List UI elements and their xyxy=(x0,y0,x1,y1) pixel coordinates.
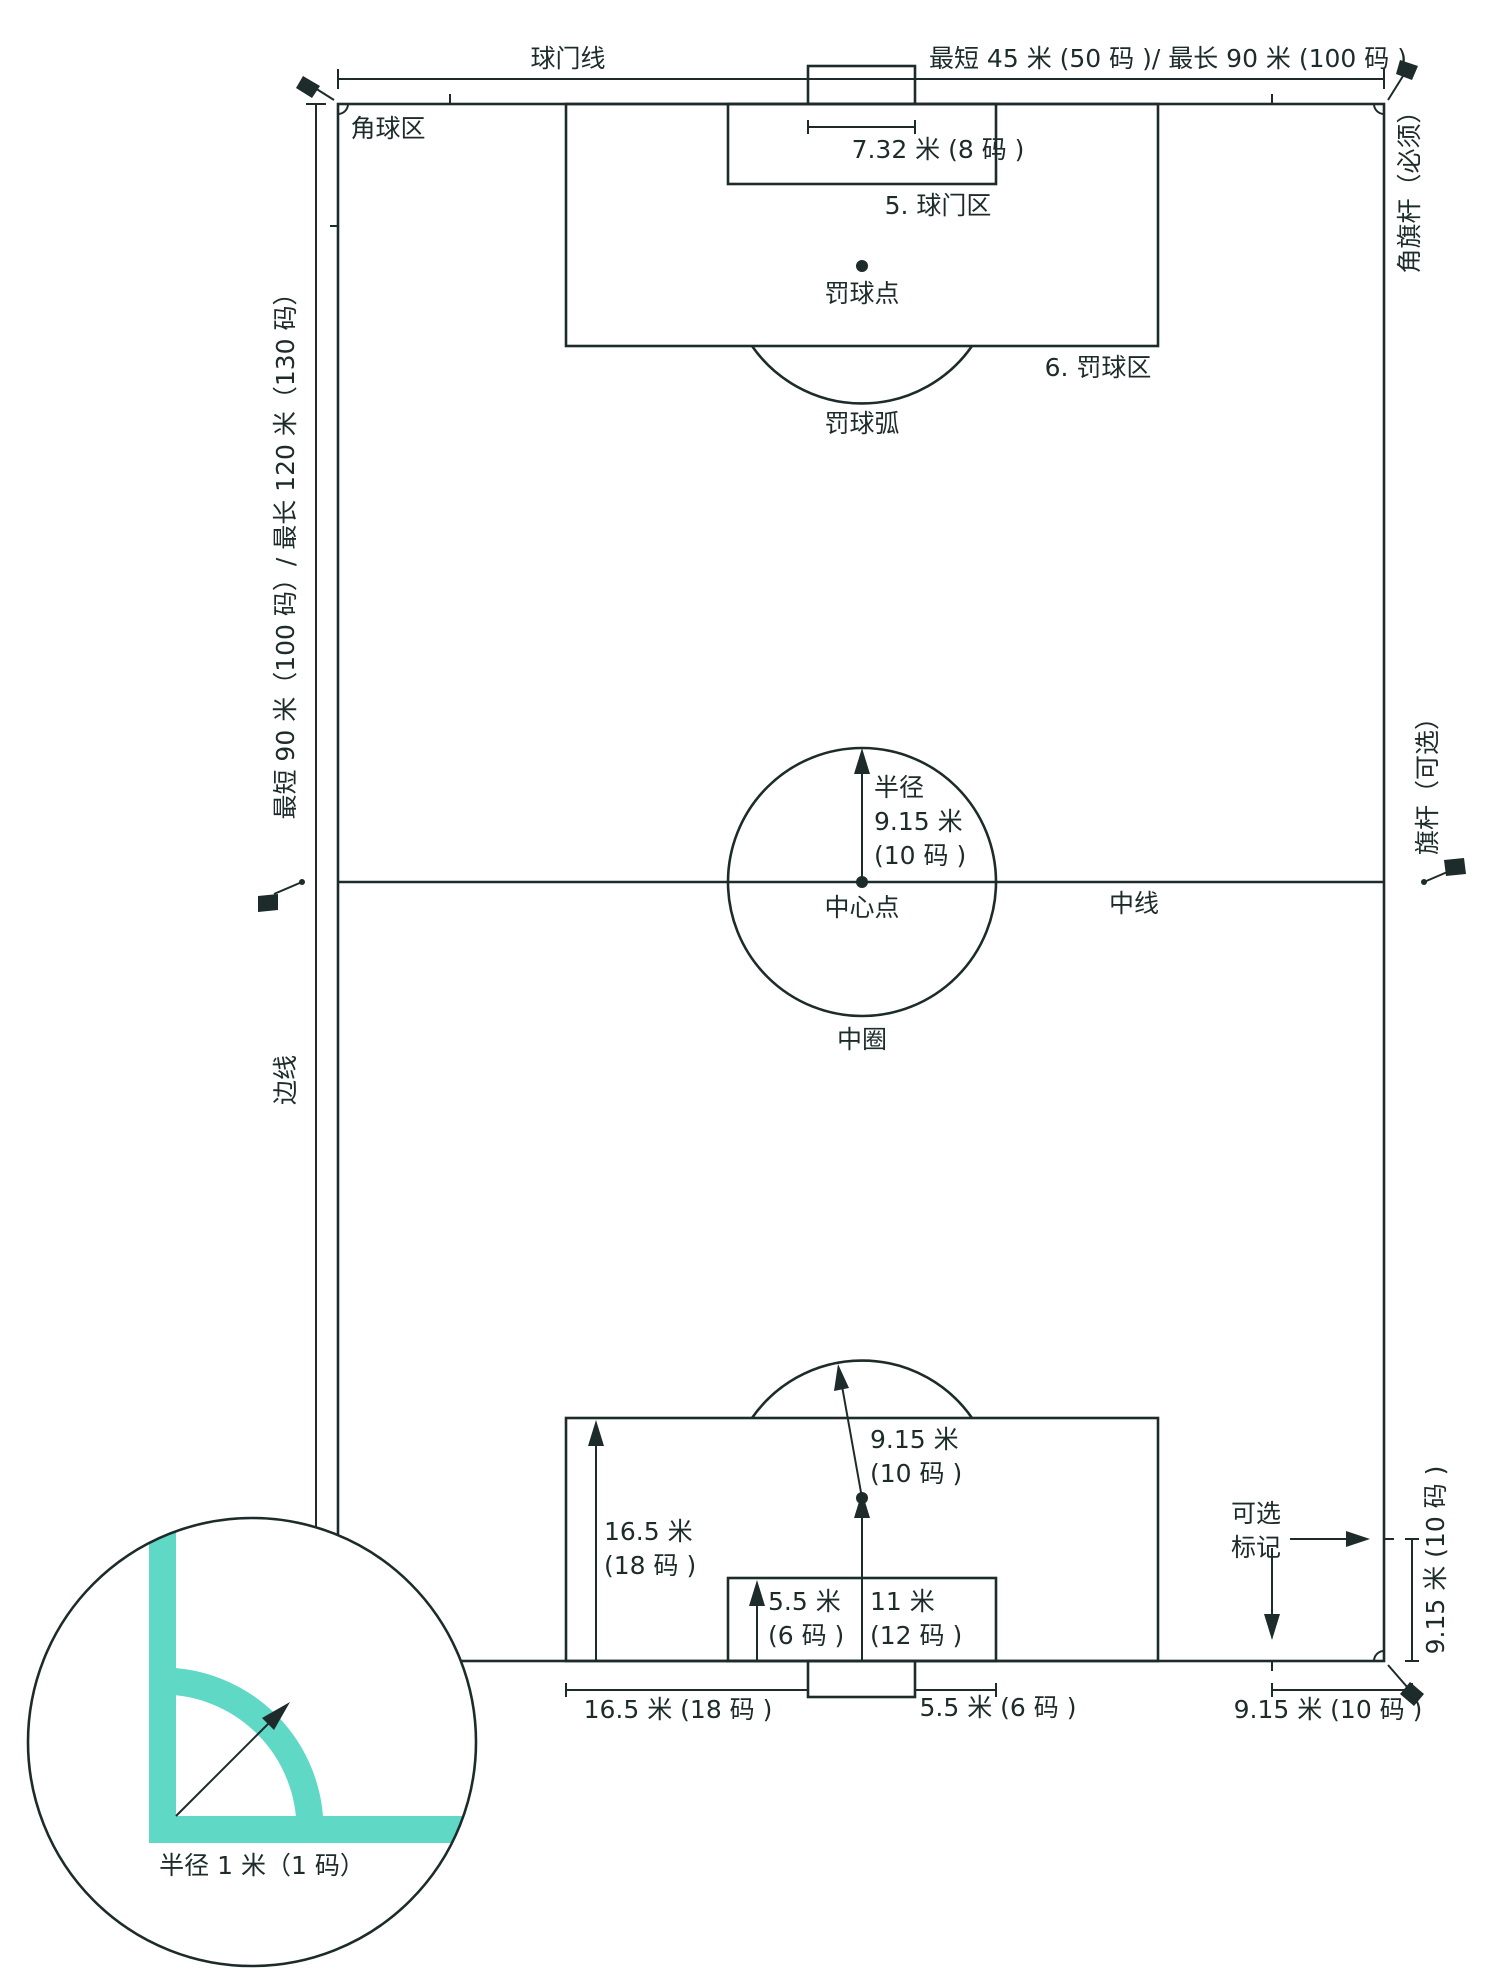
center-radius-label-3: (10 码 ) xyxy=(874,841,966,870)
pa-depth-label-2: (18 码 ) xyxy=(604,1551,696,1580)
width-range-label: 最短 45 米 (50 码 )/ 最长 90 米 (100 码 ) xyxy=(929,44,1407,73)
pm-dist-label-2: (12 码 ) xyxy=(870,1621,962,1650)
halfway-flag-right-icon xyxy=(1421,858,1466,885)
corner-distance-label: 9.15 米 (10 码 ) xyxy=(1234,1695,1423,1724)
halfway-flag-left-icon xyxy=(258,879,305,912)
corner-flag-top-left-icon xyxy=(296,76,335,101)
length-dimension xyxy=(306,103,326,1544)
corner-arc-top-left xyxy=(337,103,349,115)
penalty-arc-label: 罚球弧 xyxy=(824,409,899,438)
width-dimension xyxy=(337,69,1385,89)
center-radius-label-2: 9.15 米 xyxy=(874,807,963,836)
penalty-arc-bottom xyxy=(750,1359,974,1419)
pm-dist-arrowhead xyxy=(854,1492,870,1518)
corner-arc-top-right xyxy=(1373,103,1385,115)
inset-radius-arrow xyxy=(175,1721,271,1817)
ga-width-label: 5.5 米 (6 码 ) xyxy=(920,1693,1077,1722)
pa-width-label: 16.5 米 (18 码 ) xyxy=(584,1695,773,1724)
arc-radius-label-1: 9.15 米 xyxy=(870,1425,959,1454)
corner-flag-top-right-icon xyxy=(1387,60,1418,101)
halfway-flag-label: 旗杆（可选） xyxy=(1413,705,1442,855)
penalty-arc-top xyxy=(750,345,974,405)
ga-depth-label-2: (6 码 ) xyxy=(768,1621,844,1650)
ga-depth-arrowhead xyxy=(749,1580,765,1606)
halfway-line-label: 中线 xyxy=(1109,889,1159,918)
arc-radius-arrowhead xyxy=(834,1364,849,1391)
optional-mark-label-2: 标记 xyxy=(1231,1533,1281,1562)
pa-depth-label-1: 16.5 米 xyxy=(604,1517,693,1546)
ga-width-dimension xyxy=(915,1683,997,1697)
touch-line-label: 边线 xyxy=(271,1055,300,1105)
goal-bottom xyxy=(806,1659,917,1699)
center-circle-label: 中圈 xyxy=(837,1025,887,1054)
goal-width-label: 7.32 米 (8 码 ) xyxy=(852,135,1025,164)
ga-depth-label-1: 5.5 米 xyxy=(768,1587,841,1616)
side-distance-dimension xyxy=(1405,1538,1419,1662)
pa-depth-arrowhead xyxy=(588,1420,604,1446)
goal-width-dimension xyxy=(807,120,916,134)
corner-detail-inset xyxy=(26,1516,478,1968)
center-mark-label: 中心点 xyxy=(824,893,899,922)
corner-arc-bottom-right xyxy=(1373,1650,1385,1662)
optional-mark-arrowhead-right xyxy=(1346,1531,1370,1547)
corner-area-label: 角球区 xyxy=(350,114,425,143)
center-radius-arrowhead xyxy=(854,748,870,774)
goal-top xyxy=(806,64,917,106)
corner-flag-label: 角旗杆（必须） xyxy=(1395,98,1424,273)
optional-mark-arrowhead-down xyxy=(1264,1614,1280,1640)
pa-width-dimension xyxy=(565,1683,808,1697)
center-radius-label-1: 半径 xyxy=(874,773,924,802)
corner-flag-bottom-right-icon xyxy=(1387,1664,1424,1706)
arc-radius-label-2: (10 码 ) xyxy=(870,1459,962,1488)
penalty-area-label: 6. 罚球区 xyxy=(1045,353,1152,382)
arc-radius-arrow xyxy=(841,1385,863,1499)
inset-radius-arrowhead xyxy=(262,1702,290,1730)
optional-mark-label-1: 可选 xyxy=(1231,1499,1281,1528)
penalty-mark-top xyxy=(856,260,868,272)
goal-area-label: 5. 球门区 xyxy=(885,191,992,220)
side-distance-label: 9.15 米 (10 码 ) xyxy=(1421,1466,1450,1655)
penalty-mark-label: 罚球点 xyxy=(824,279,899,308)
length-range-label: 最短 90 米（100 码）/ 最长 120 米（130 码） xyxy=(271,280,300,819)
pm-dist-label-1: 11 米 xyxy=(870,1587,935,1616)
inset-radius-label: 半径 1 米（1 码） xyxy=(159,1851,365,1880)
goal-line-label: 球门线 xyxy=(530,44,605,73)
